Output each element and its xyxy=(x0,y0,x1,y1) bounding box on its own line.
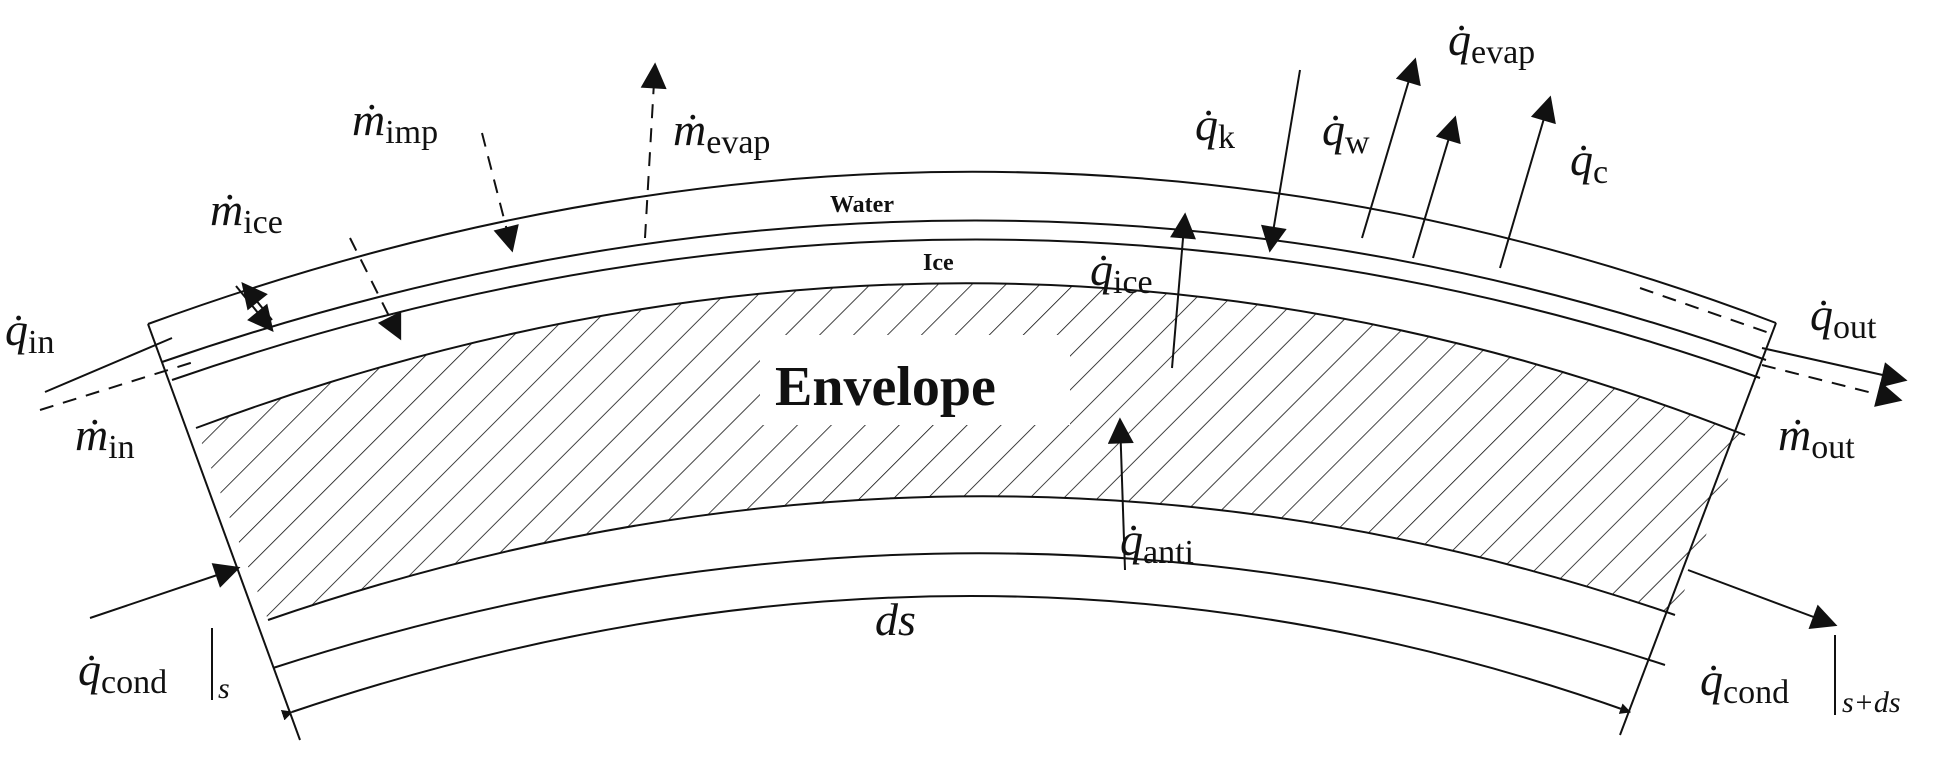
svg-text:s+ds: s+ds xyxy=(1842,686,1901,719)
water-layer-label: Water xyxy=(830,192,894,218)
svg-text:q̇cond: q̇cond xyxy=(1700,654,1789,711)
q-k-label: q̇k xyxy=(1195,99,1235,156)
flux-arrows xyxy=(39,57,1908,629)
q-cond-sds-label: q̇cond s+ds xyxy=(1700,635,1901,719)
svg-text:s: s xyxy=(218,672,230,705)
q-out-label: q̇out xyxy=(1810,289,1877,346)
m-imp-label: ṁimp xyxy=(352,94,438,151)
ds-label: ds xyxy=(875,594,916,645)
layer-boundaries xyxy=(147,170,1777,741)
m-in-label: ṁin xyxy=(75,409,135,466)
svg-text:q̇cond: q̇cond xyxy=(78,644,167,701)
q-anti-label: q̇anti xyxy=(1120,514,1194,571)
m-ice-label: ṁice xyxy=(210,184,283,241)
q-cond-s-label: q̇cond s xyxy=(78,628,230,705)
envelope-layer xyxy=(196,283,1745,620)
q-evap-label: q̇evap xyxy=(1448,14,1535,71)
m-out-label: ṁout xyxy=(1778,409,1855,466)
q-ice-label: q̇ice xyxy=(1090,244,1153,301)
q-in-label: q̇in xyxy=(5,304,54,361)
ice-layer-label: Ice xyxy=(923,250,954,276)
q-c-label: q̇c xyxy=(1570,134,1608,191)
q-w-label: q̇w xyxy=(1322,104,1370,161)
m-evap-label: ṁevap xyxy=(673,104,770,161)
envelope-label: Envelope xyxy=(775,356,996,418)
